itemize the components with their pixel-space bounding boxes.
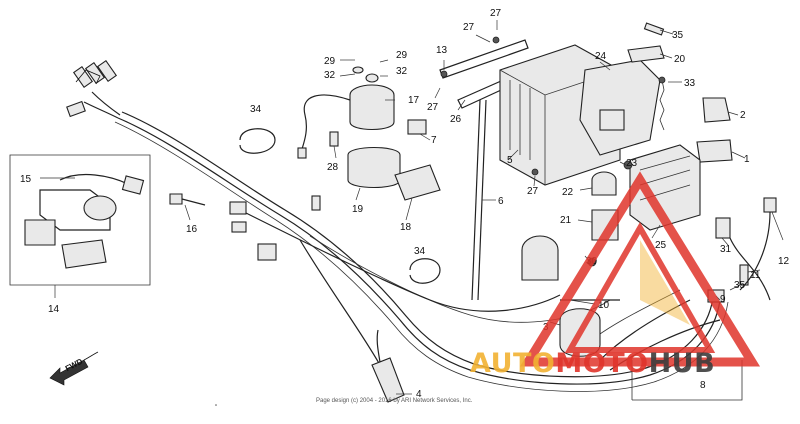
callout-24: 24: [595, 51, 607, 62]
callout-5: 5: [507, 155, 513, 166]
watermark-part-3: HUB: [649, 348, 716, 379]
callout-17: 17: [408, 95, 420, 106]
callout-27-d: 27: [527, 186, 539, 197]
callout-34-a: 34: [250, 104, 262, 115]
callout-32-a: 32: [324, 70, 336, 81]
bracket-8: [631, 360, 743, 401]
callout-7: 7: [431, 135, 437, 146]
watermark-logo: [519, 171, 761, 367]
callout-9: 9: [720, 294, 726, 305]
spark-plug-cap: [371, 329, 405, 403]
harness-mid-connectors: [229, 195, 321, 261]
callout-27-c: 27: [427, 102, 439, 113]
callout-15: 15: [20, 174, 32, 185]
callout-22: 22: [562, 187, 574, 198]
fwd-arrow-top: [75, 69, 101, 85]
callout-32-b: 32: [396, 66, 408, 77]
callout-8: 8: [700, 380, 706, 391]
bracket-24: [579, 59, 661, 156]
starter-relay: [297, 66, 441, 201]
callout-27-b: 27: [490, 8, 502, 19]
callout-1: 1: [744, 154, 750, 165]
callout-25: 25: [655, 240, 667, 251]
callout-26: 26: [450, 114, 462, 125]
callout-20: 20: [674, 54, 686, 65]
callout-28: 28: [327, 162, 339, 173]
callout-29-a: 29: [324, 56, 336, 67]
callout-33: 33: [684, 78, 696, 89]
harness-connectors-left: [66, 59, 118, 118]
small-parts-top: [627, 22, 666, 131]
callout-35-a: 35: [672, 30, 684, 41]
relays-right: [696, 97, 733, 163]
callout-14: 14: [48, 304, 60, 315]
callout-21: 21: [560, 215, 572, 226]
callout-16: 16: [186, 224, 198, 235]
ignition-coils: [521, 160, 633, 281]
callout-11: 11: [750, 270, 761, 281]
watermark-part-2: MOTO: [555, 348, 648, 379]
grommets: [239, 128, 441, 284]
callout-10: 10: [598, 300, 610, 311]
callout-4: 4: [416, 389, 422, 400]
fuse-box: [629, 144, 701, 231]
callout-labels: 1 2 3 4 5 6 7 8 9 10 11 12 13 14 15 16 1…: [20, 8, 790, 400]
callout-35-b: 35: [734, 280, 746, 291]
callout-18: 18: [400, 222, 412, 233]
watermark-text: AUTOMOTOHUB: [470, 348, 715, 379]
callout-31: 31: [720, 244, 732, 255]
watermark-part-1: AUTO: [470, 348, 555, 379]
callout-6: 6: [498, 196, 504, 207]
callout-12: 12: [778, 256, 790, 267]
callout-34-b: 34: [414, 246, 426, 257]
ignition-switch-group: [9, 154, 206, 286]
callout-23: 23: [626, 158, 638, 169]
copyright-text: Page design (c) 2004 - 2016 by ARI Netwo…: [316, 398, 473, 404]
callout-27-a: 27: [463, 22, 475, 33]
callout-13: 13: [436, 45, 448, 56]
callout-29-b: 29: [396, 50, 408, 61]
callout-2: 2: [740, 110, 746, 121]
fwd-arrow: FWD: [49, 351, 99, 386]
callout-19: 19: [352, 204, 364, 215]
